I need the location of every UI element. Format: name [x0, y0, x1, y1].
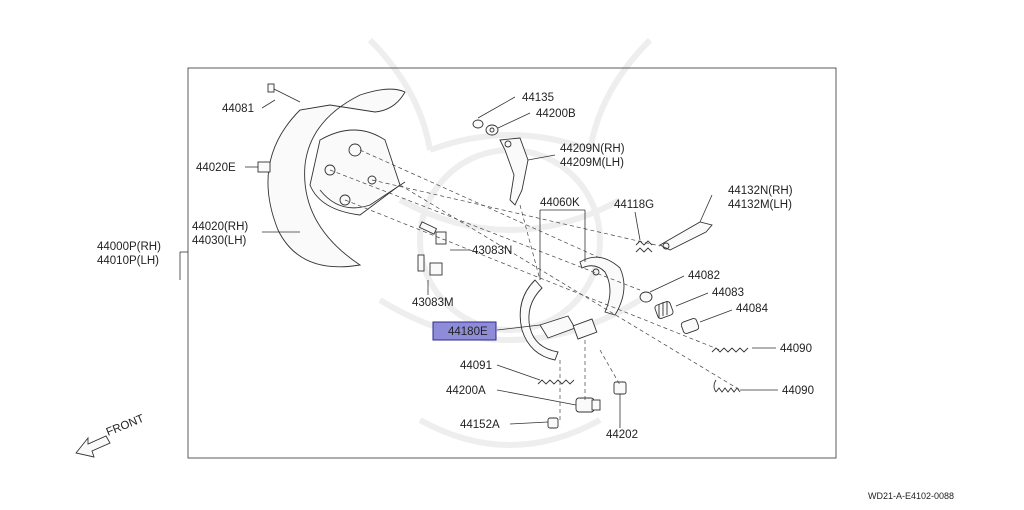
nut-44020e[interactable]: [245, 161, 271, 173]
label-44060k[interactable]: 44060K: [540, 197, 580, 209]
label-44209m-lh[interactable]: 44209M(LH): [560, 157, 624, 169]
label-43083n[interactable]: 43083N: [472, 245, 512, 257]
brake-shoe-44180e[interactable]: [519, 279, 598, 361]
adjuster-44083[interactable]: [654, 301, 674, 320]
pin-44202[interactable]: [613, 381, 627, 410]
label-44090-upper[interactable]: 44090: [780, 343, 812, 355]
bolt-44081[interactable]: [267, 83, 301, 103]
label-44084[interactable]: 44084: [736, 303, 769, 315]
assembly-lines: [329, 149, 741, 420]
spring-44090-lower[interactable]: [713, 379, 741, 393]
adjuster-44082[interactable]: [639, 291, 653, 303]
watermark-logo: [367, 37, 653, 448]
label-44132m-lh[interactable]: 44132M(LH): [728, 199, 792, 211]
label-44152a[interactable]: 44152A: [460, 419, 500, 431]
label-44082[interactable]: 44082: [688, 270, 720, 282]
label-44202[interactable]: 44202: [606, 429, 638, 441]
label-44200a[interactable]: 44200A: [446, 385, 486, 397]
leader-lines: [179, 96, 778, 428]
front-label: FRONT: [105, 413, 146, 439]
front-indicator: FRONT: [75, 413, 146, 458]
label-44132n-rh[interactable]: 44132N(RH): [728, 185, 793, 197]
washer-44135[interactable]: [472, 119, 484, 129]
label-44180e[interactable]: 44180E: [448, 326, 488, 338]
diagram-frame: [187, 67, 837, 459]
front-arrow-icon: [75, 435, 111, 458]
label-44030-lh[interactable]: 44030(LH): [192, 235, 247, 247]
bolt-43083m[interactable]: [417, 254, 443, 276]
label-44020e[interactable]: 44020E: [196, 162, 236, 174]
spring-44118g[interactable]: [635, 240, 653, 253]
label-44090-lower[interactable]: 44090: [782, 385, 814, 397]
label-44135[interactable]: 44135: [522, 92, 554, 104]
label-44020-rh[interactable]: 44020(RH): [192, 221, 248, 233]
backing-plate[interactable]: [267, 88, 406, 268]
diagram-code: WD21-A-E4102-0088: [868, 491, 954, 501]
washer-44200b[interactable]: [485, 124, 499, 136]
label-44200b[interactable]: 44200B: [536, 108, 576, 120]
cable-end-44200a[interactable]: [575, 397, 601, 413]
lever-44209[interactable]: [499, 137, 529, 206]
label-44091[interactable]: 44091: [460, 360, 492, 372]
part-labels: 44081 44020E 44020(RH) 44030(LH) 44000P(…: [97, 92, 814, 441]
highlighted-part-box[interactable]: [432, 321, 497, 341]
adjuster-44084[interactable]: [680, 318, 700, 335]
lever-44132[interactable]: [659, 221, 713, 251]
label-44209n-rh[interactable]: 44209N(RH): [560, 143, 625, 155]
label-44010p-lh[interactable]: 44010P(LH): [97, 255, 159, 267]
bolt-43083n[interactable]: [418, 221, 447, 245]
label-44118g[interactable]: 44118G: [614, 199, 654, 211]
spring-44090-upper[interactable]: [711, 347, 749, 353]
label-44081[interactable]: 44081: [222, 103, 254, 115]
label-43083m[interactable]: 43083M: [412, 297, 454, 309]
pin-44152a[interactable]: [547, 417, 559, 429]
label-44000p-rh[interactable]: 44000P(RH): [97, 241, 161, 253]
label-44083[interactable]: 44083: [712, 287, 744, 299]
spring-44091[interactable]: [537, 379, 575, 385]
